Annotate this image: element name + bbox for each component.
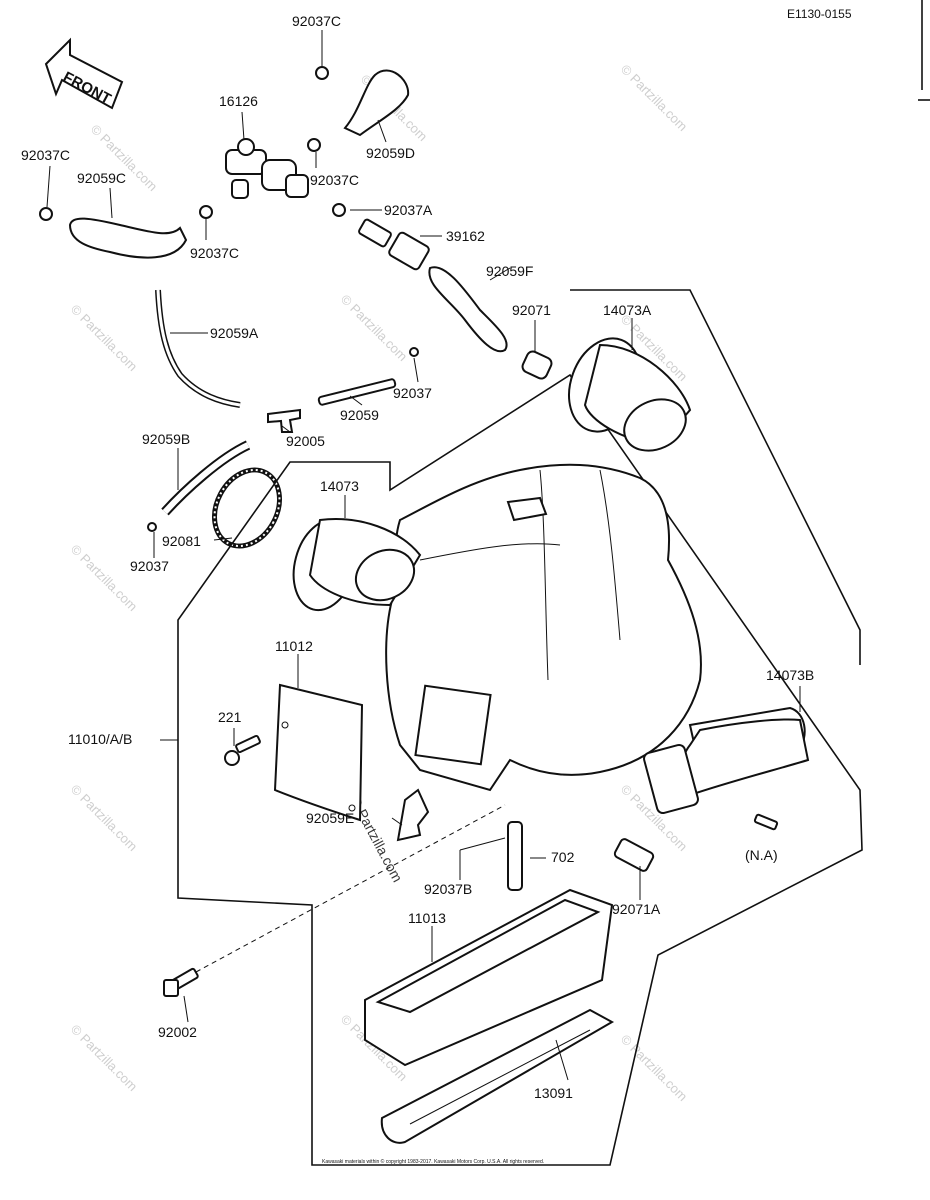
clamp-icons <box>39 66 419 532</box>
hose-92059 <box>317 378 397 406</box>
clamp-92037C-mid <box>307 138 321 152</box>
air-box-tab <box>506 496 548 522</box>
bolt-92002 <box>163 967 199 997</box>
watermark: © Partzilla.com <box>338 292 411 365</box>
label-92037C-lower: 92037C <box>190 245 239 261</box>
hose-92059C <box>68 217 188 259</box>
label-92005: 92005 <box>286 433 325 449</box>
air-box-housing <box>385 463 702 792</box>
hose-92059F <box>428 266 508 353</box>
screw-icon <box>753 813 779 831</box>
hose-92059D <box>343 69 410 137</box>
clamp-92037-b <box>147 522 157 532</box>
grommet-92071 <box>521 350 553 380</box>
label-92081: 92081 <box>162 533 201 549</box>
label-92037B: 92037B <box>424 881 472 897</box>
cover-14073B <box>643 706 810 815</box>
label-14073: 14073 <box>320 478 359 494</box>
elbow-92059E <box>396 788 430 842</box>
watermark: © Partzilla.com <box>68 1022 141 1095</box>
holder-13091 <box>380 1008 615 1144</box>
label-11013: 11013 <box>408 910 446 926</box>
clamp-92037C-lower <box>199 205 213 219</box>
clamp-92037A <box>332 203 346 217</box>
clamp-92037C-left <box>39 207 53 221</box>
duct-14073 <box>292 518 422 612</box>
label-92059: 92059 <box>340 407 379 423</box>
vacuum-switch-valve-16126 <box>225 138 309 199</box>
label-11012: 11012 <box>275 638 313 654</box>
label-92071A: 92071A <box>612 901 661 917</box>
label-14073B: 14073B <box>766 667 814 683</box>
clamp-92037 <box>409 347 419 357</box>
diagram-code: E1130-0155 <box>787 7 852 21</box>
plug-92071A <box>613 838 655 872</box>
pipe-702 <box>507 821 523 891</box>
connector-39162 <box>358 218 430 271</box>
clamp-92037C-top <box>315 66 329 80</box>
watermark: © Partzilla.com <box>68 782 141 855</box>
air-filter-11013 <box>364 888 614 1067</box>
joint-92005 <box>267 408 301 433</box>
label-92037C-top: 92037C <box>292 13 341 29</box>
label-92059B: 92059B <box>142 431 190 447</box>
label-92059D: 92059D <box>366 145 415 161</box>
label-92059C: 92059C <box>77 170 126 186</box>
bolt-221 <box>224 734 261 766</box>
hose-92059A <box>155 289 241 408</box>
centerline <box>195 804 506 973</box>
label-92002: 92002 <box>158 1024 197 1040</box>
label-702: 702 <box>551 849 575 865</box>
label-221: 221 <box>218 709 242 725</box>
label-92059F: 92059F <box>486 263 533 279</box>
label-92037: 92037 <box>393 385 432 401</box>
watermark: © Partzilla.com <box>68 302 141 375</box>
label-14073A: 14073A <box>603 302 652 318</box>
label-92059E: 92059E <box>306 810 354 826</box>
watermark: © Partzilla.com <box>618 62 691 135</box>
label-11010AB: 11010/A/B <box>68 731 132 747</box>
label-not-available: (N.A) <box>745 847 778 863</box>
group-outline <box>177 289 863 1166</box>
front-arrow-icon: FRONT <box>44 37 124 110</box>
label-39162: 39162 <box>446 228 485 244</box>
label-92037C-mid: 92037C <box>310 172 359 188</box>
duct-14073A <box>568 337 692 452</box>
label-13091: 13091 <box>534 1085 573 1101</box>
copyright-text: Kawasaki materials within © copyright 19… <box>322 1158 544 1165</box>
part-labels: 92037C 16126 92037C 92059C 92059D 92037C… <box>21 13 814 1101</box>
plate-11012 <box>273 683 364 822</box>
air-box-window <box>414 684 492 766</box>
watermark: © Partzilla.com <box>618 1032 691 1105</box>
label-92037-b: 92037 <box>130 558 169 574</box>
label-92071: 92071 <box>512 302 551 318</box>
label-16126: 16126 <box>219 93 258 109</box>
label-92037C-left: 92037C <box>21 147 70 163</box>
leader-lines <box>46 30 801 1081</box>
watermark: © Partzilla.com <box>68 542 141 615</box>
label-92037A: 92037A <box>384 202 433 218</box>
label-92059A: 92059A <box>210 325 259 341</box>
